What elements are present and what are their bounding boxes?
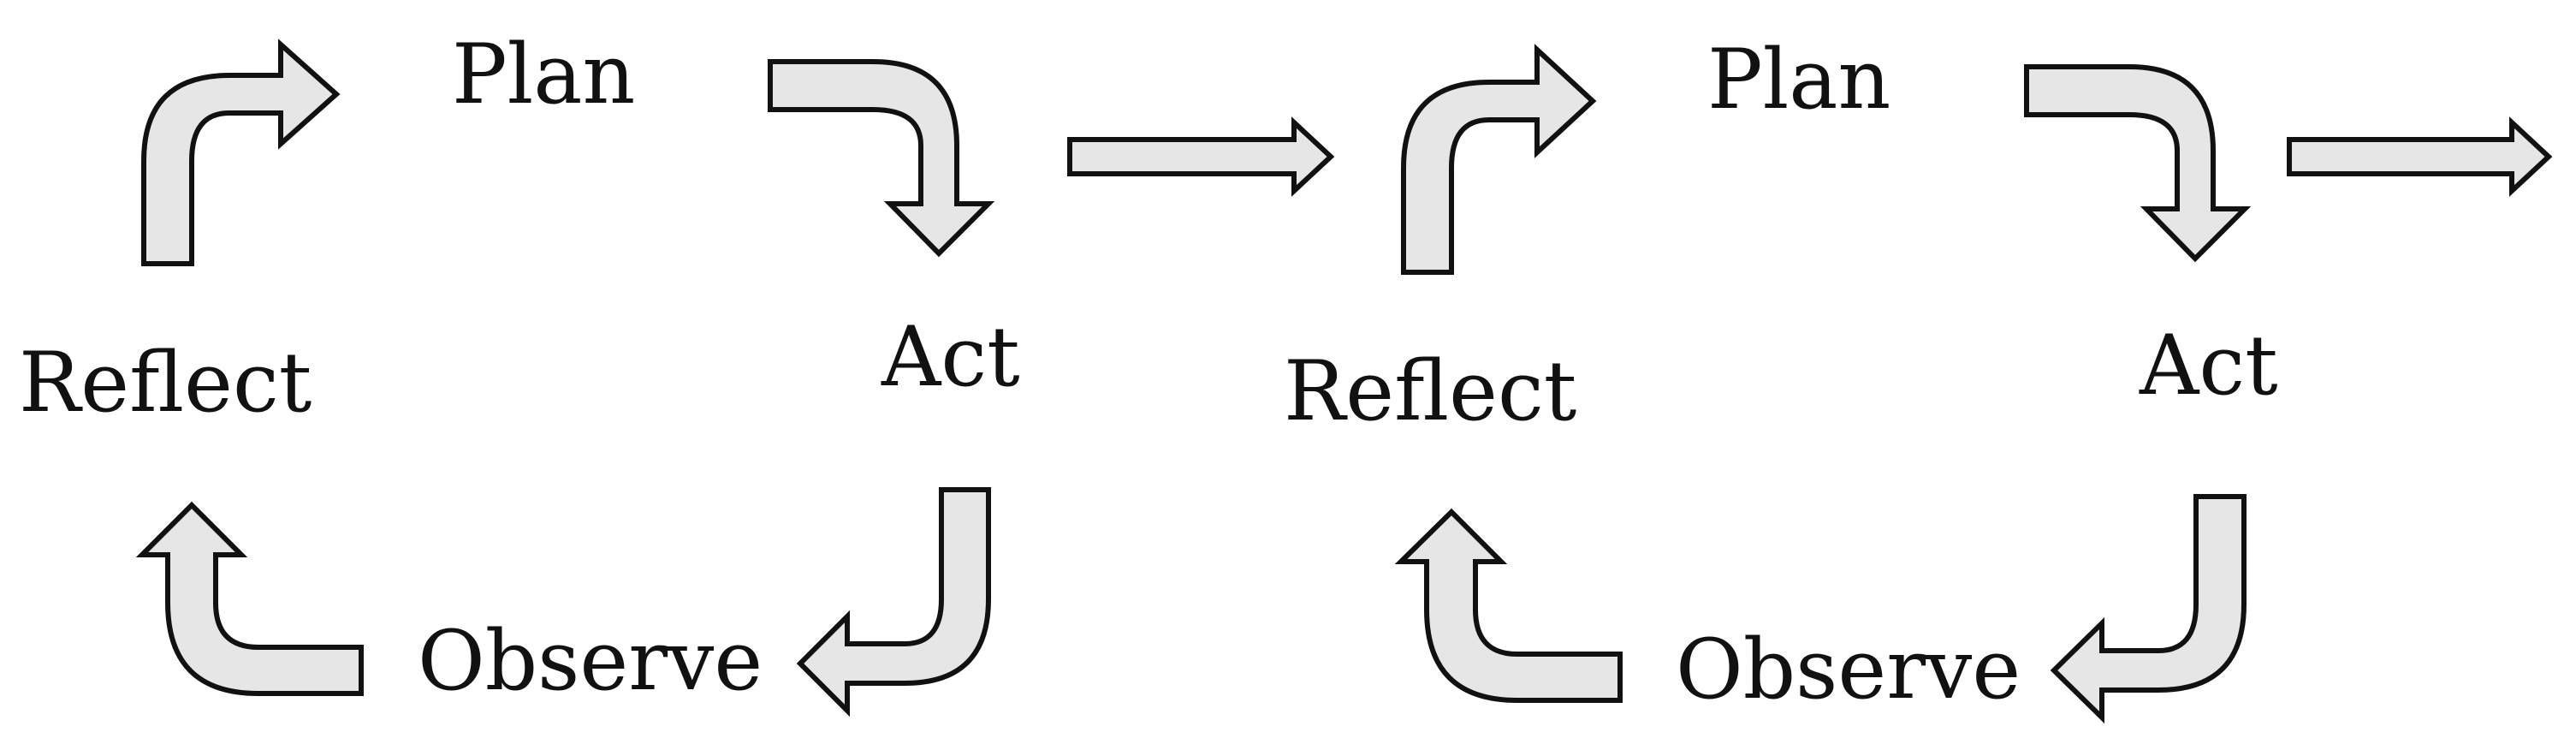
plan-label: Plan	[1707, 32, 1890, 128]
act-to-observe-arrow-icon	[2050, 494, 2247, 724]
act-label: Act	[2139, 318, 2278, 414]
reflect-to-plan-arrow-icon	[141, 39, 341, 266]
observe-label: Observe	[1676, 622, 2021, 717]
reflect-label: Reflect	[19, 335, 312, 431]
plan-to-act-arrow-icon	[768, 59, 995, 258]
cycle-2: Plan Act Observe Reflect	[1284, 32, 2278, 724]
cycle-connector-arrow-icon	[1067, 116, 1335, 197]
continuation-arrow-icon	[2287, 116, 2553, 197]
observe-label: Observe	[418, 613, 763, 709]
observe-to-reflect-arrow-icon	[135, 501, 364, 696]
reflect-label: Reflect	[1284, 343, 1576, 439]
act-label: Act	[881, 309, 1020, 405]
cycle-1: Plan Act Observe Reflect	[19, 27, 1020, 717]
reflect-to-plan-arrow-icon	[1401, 44, 1597, 275]
plan-label: Plan	[452, 27, 635, 122]
observe-to-reflect-arrow-icon	[1394, 508, 1623, 703]
act-to-observe-arrow-icon	[796, 487, 991, 717]
plan-to-act-arrow-icon	[2024, 64, 2252, 263]
